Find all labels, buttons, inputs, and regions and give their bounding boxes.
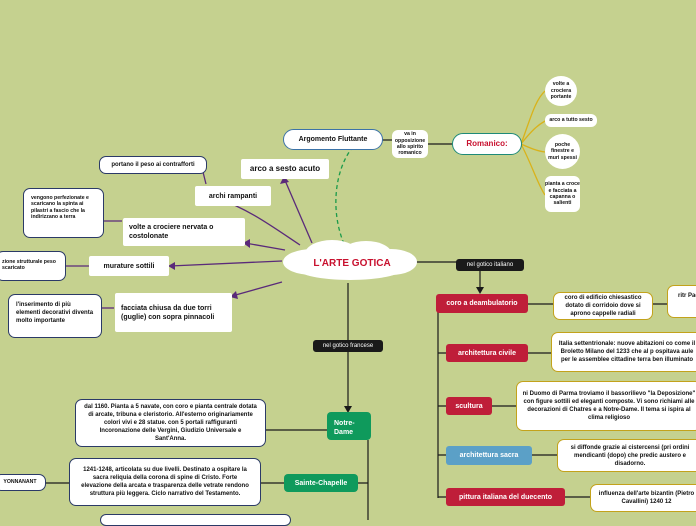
pittura-duecento[interactable]: pittura italiana del duecento bbox=[446, 488, 565, 506]
coro-deambulatorio-detail[interactable]: coro di edificio chiesastico dotato di c… bbox=[553, 292, 653, 320]
volte-crociere[interactable]: volte a crociere nervata o costolonate bbox=[123, 218, 245, 246]
tag-gotico-italiano[interactable]: nel gotico italiano bbox=[456, 259, 524, 271]
archi-rampanti[interactable]: archi rampanti bbox=[195, 186, 271, 206]
link-rom-4 bbox=[520, 143, 546, 196]
architettura-sacra-detail[interactable]: si diffonde grazie ai cistercensi (pri o… bbox=[557, 439, 696, 472]
murature-sottili-detail[interactable]: zione strutturale peso scaricato bbox=[0, 251, 66, 281]
arco-sesto-acuto[interactable]: arco a sesto acuto bbox=[241, 159, 329, 179]
link-rom-2 bbox=[520, 120, 546, 145]
main-topic[interactable]: L'ARTE GOTICA bbox=[313, 257, 391, 269]
scultura[interactable]: scultura bbox=[446, 397, 492, 415]
link-argomento bbox=[335, 147, 353, 245]
archi-rampanti-detail[interactable]: portano il peso ai contrafforti bbox=[99, 156, 207, 174]
sainte-chapelle[interactable]: Sainte-Chapelle bbox=[284, 474, 358, 492]
volte-crociere-detail[interactable]: vengono perfezionate e scaricano la spin… bbox=[23, 188, 104, 238]
romanico-item-1[interactable]: volte a crociera portante bbox=[545, 76, 577, 106]
architettura-civile-detail[interactable]: Italia settentrionale: nuove abitazioni … bbox=[551, 332, 696, 372]
facciata-torri[interactable]: facciata chiusa da due torri (guglie) co… bbox=[115, 293, 232, 332]
scultura-detail[interactable]: ni Duomo di Parma troviamo il bassorilie… bbox=[516, 381, 696, 431]
tag-gotico-francese[interactable]: nel gotico francese bbox=[313, 340, 383, 352]
architettura-sacra[interactable]: architettura sacra bbox=[446, 446, 532, 465]
link-arco bbox=[283, 177, 313, 244]
opposizione-connector[interactable]: va in opposizione allo spirito romanico bbox=[392, 130, 428, 158]
facciata-torri-detail[interactable]: l'inserimento di più elementi decorativi… bbox=[8, 294, 102, 338]
link-italiano-details bbox=[492, 303, 667, 498]
link-italiano-items bbox=[436, 300, 446, 498]
link-volte bbox=[244, 242, 286, 251]
sainte-chapelle-detail[interactable]: 1241-1248, articolata su due livelli. De… bbox=[69, 458, 261, 506]
romanico-item-2[interactable]: arco a tutto sesto bbox=[545, 114, 597, 127]
notre-dame[interactable]: Notre-Dame bbox=[327, 412, 371, 440]
sainte-chapelle-side[interactable]: YONNANANT bbox=[0, 474, 46, 491]
coro-deambulatorio[interactable]: coro a deambulatorio bbox=[436, 294, 528, 313]
link-rom-1 bbox=[520, 90, 546, 145]
link-murature bbox=[169, 260, 283, 267]
coro-extra[interactable]: ritr Padov bbox=[667, 285, 696, 318]
romanico[interactable]: Romanico: bbox=[452, 133, 522, 155]
romanico-item-4[interactable]: pianta a croce e facciata a capanna o sa… bbox=[545, 176, 580, 212]
link-rom-3 bbox=[520, 143, 546, 153]
notre-dame-detail[interactable]: dal 1160. Pianta a 5 navate, con coro e … bbox=[75, 399, 266, 447]
pittura-duecento-detail[interactable]: influenza dell'arte bizantin (Pietro Cav… bbox=[590, 484, 696, 512]
architettura-civile[interactable]: architettura civile bbox=[446, 344, 528, 362]
murature-sottili[interactable]: murature sottili bbox=[89, 256, 169, 276]
link-archi-detail bbox=[202, 171, 207, 185]
link-facciata bbox=[231, 281, 283, 297]
link-francese-items bbox=[46, 429, 369, 520]
argomento-fluttante[interactable]: Argomento Fluttante bbox=[283, 129, 383, 150]
francese-cut-node[interactable] bbox=[100, 514, 291, 526]
romanico-item-3[interactable]: poche finestre e muri spessi bbox=[545, 134, 580, 169]
